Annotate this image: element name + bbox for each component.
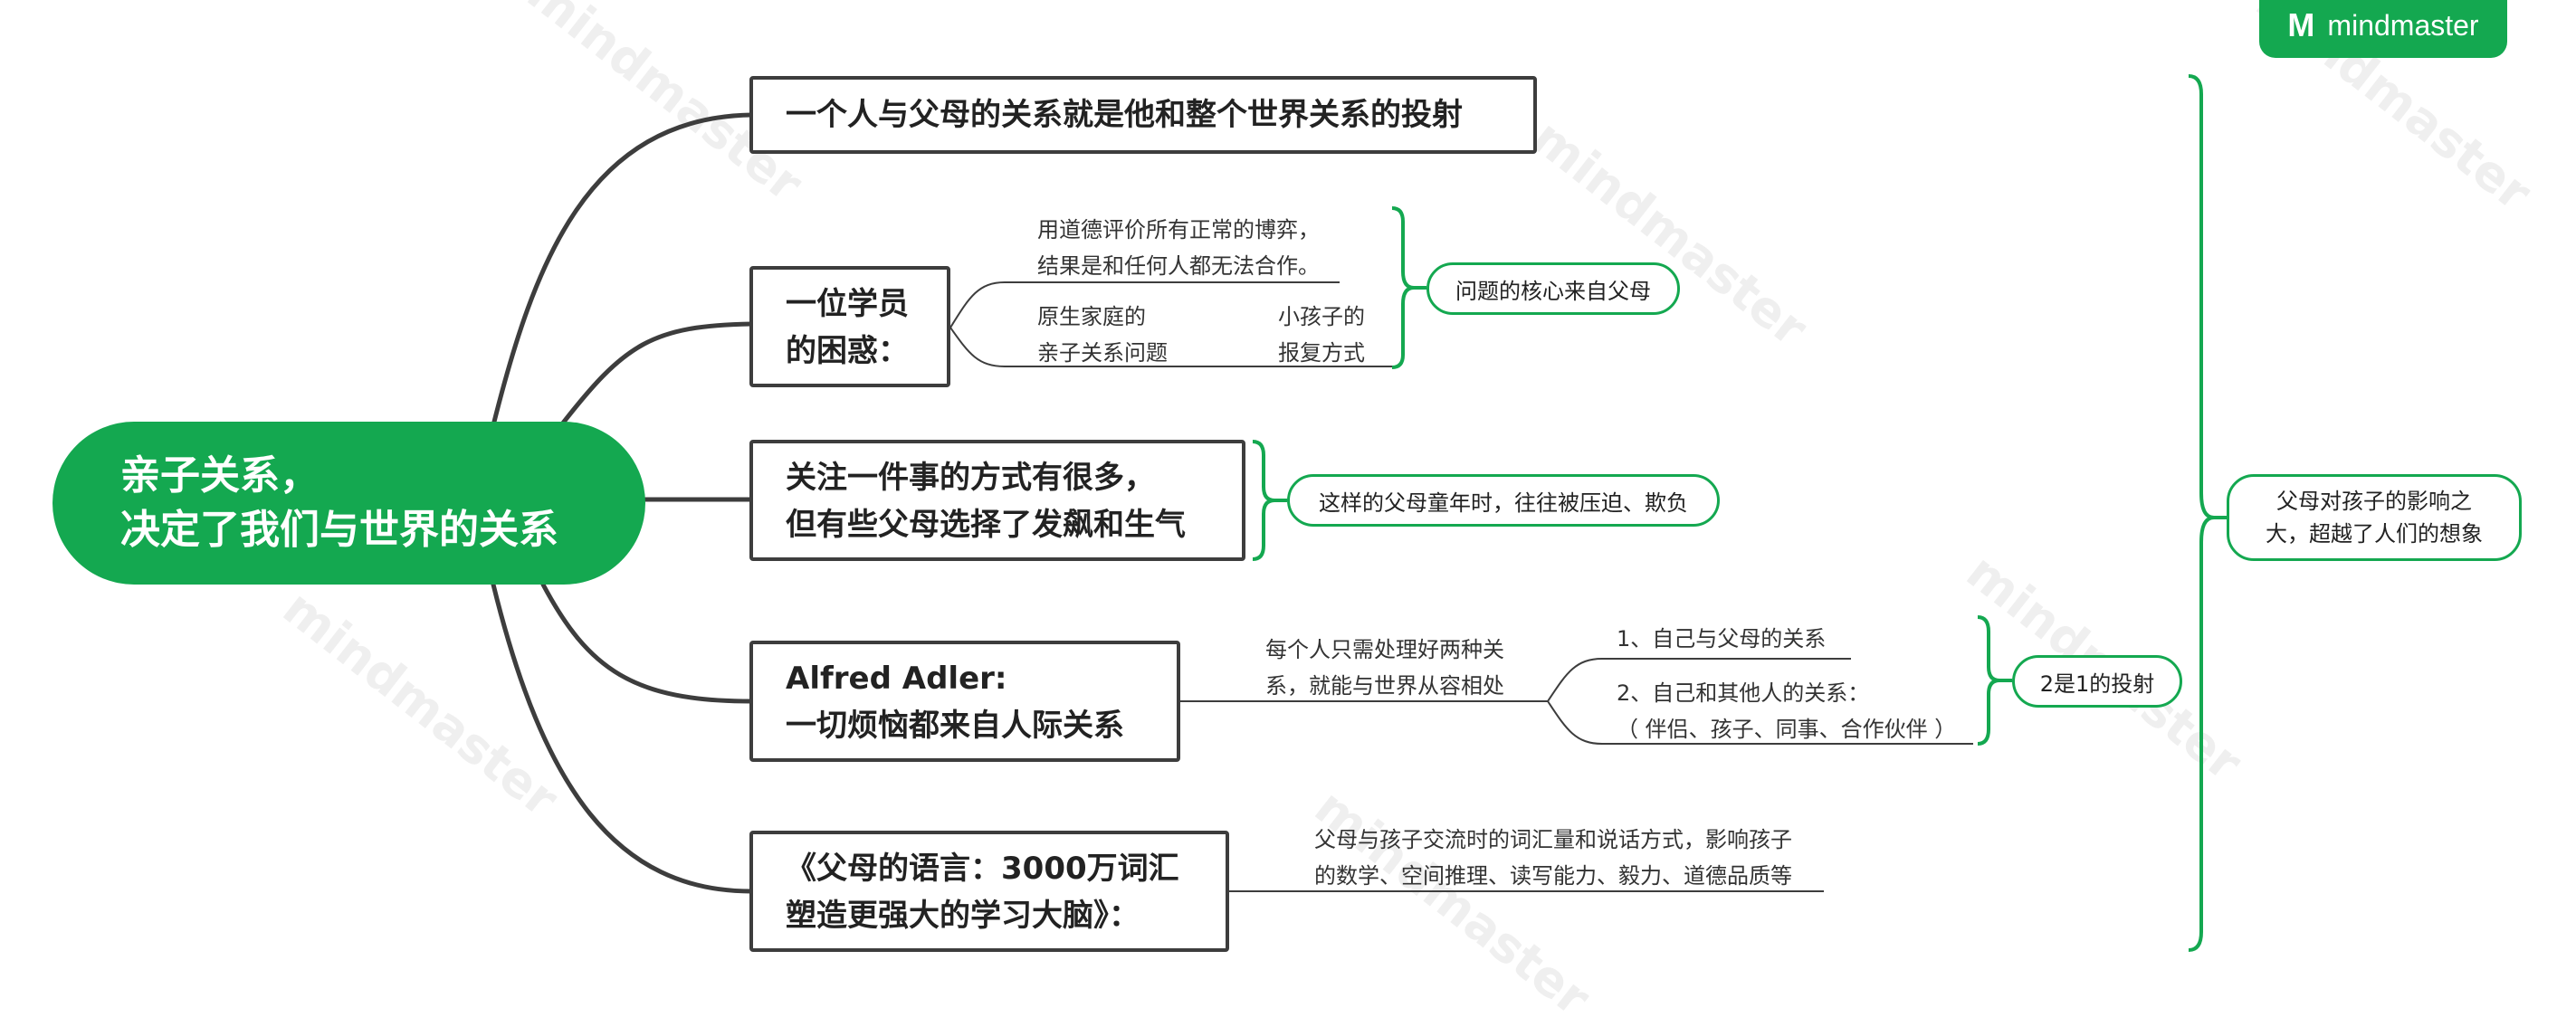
branch-3-summary-text: 这样的父母童年时，往往被压迫、欺负 — [1319, 490, 1688, 516]
mindmaster-logo-text: mindmaster — [2327, 8, 2479, 42]
branch-4-note-line1: 每个人只需处理好两种关 — [1265, 637, 1504, 662]
branch-2-note-1-line2: 结果是和任何人都无法合作。 — [1037, 253, 1320, 279]
branch-5-note-line2: 的数学、空间推理、读写能力、毅力、道德品质等 — [1314, 863, 1792, 889]
branch-2-summary-text: 问题的核心来自父母 — [1455, 278, 1651, 304]
branch-4-line2: 一切烦恼都来自人际关系 — [786, 708, 1124, 744]
overall-summary[interactable]: 父母对孩子的影响之 大，超越了人们的想象 — [2227, 474, 2522, 561]
branch-2-topic[interactable]: 一位学员 的困惑： — [749, 266, 950, 387]
mindmaster-logo-icon: M — [2287, 6, 2315, 43]
mindmaster-logo: M mindmaster — [2259, 0, 2507, 58]
branch-3-summary[interactable]: 这样的父母童年时，往往被压迫、欺负 — [1287, 474, 1720, 527]
branch-2-summary[interactable]: 问题的核心来自父母 — [1426, 262, 1680, 315]
branch-4-topic[interactable]: Alfred Adler: 一切烦恼都来自人际关系 — [749, 641, 1180, 762]
branch-2-note-1[interactable]: 用道德评价所有正常的博弈， 结果是和任何人都无法合作。 — [1037, 212, 1320, 284]
root-topic-line1: 亲子关系， — [120, 452, 320, 499]
branch-5-line2: 塑造更强大的学习大脑》： — [786, 898, 1140, 934]
branch-2-note-1-line1: 用道德评价所有正常的博弈， — [1037, 217, 1320, 242]
connector-lines — [491, 74, 2227, 952]
branch-4-summary-text: 2是1的投射 — [2039, 670, 2155, 697]
branch-4-item-1[interactable]: 1、自己与父母的关系 — [1617, 621, 1826, 657]
branch-3-topic[interactable]: 关注一件事的方式有很多， 但有些父母选择了发飙和生气 — [749, 440, 1245, 561]
branch-3-line2: 但有些父母选择了发飙和生气 — [786, 507, 1186, 543]
branch-5-topic[interactable]: 《父母的语言：3000万词汇 塑造更强大的学习大脑》： — [749, 831, 1229, 952]
branch-4-summary[interactable]: 2是1的投射 — [2012, 655, 2182, 708]
branch-1-topic[interactable]: 一个人与父母的关系就是他和整个世界关系的投射 — [749, 76, 1537, 154]
overall-summary-line1: 父母对孩子的影响之 — [2276, 489, 2472, 514]
branch-1-text: 一个人与父母的关系就是他和整个世界关系的投射 — [786, 97, 1463, 133]
branch-2-note-2a[interactable]: 原生家庭的 亲子关系问题 — [1037, 299, 1168, 371]
branch-4-item-2-line1: 2、自己和其他人的关系： — [1617, 680, 1870, 706]
branch-3-line1: 关注一件事的方式有很多， — [786, 460, 1155, 496]
branch-2-note-2b[interactable]: 小孩子的 报复方式 — [1278, 299, 1365, 371]
branch-4-line1: Alfred Adler: — [786, 661, 1007, 697]
overall-summary-line2: 大，超越了人们的想象 — [2266, 521, 2483, 547]
branch-5-note[interactable]: 父母与孩子交流时的词汇量和说话方式，影响孩子 的数学、空间推理、读写能力、毅力、… — [1314, 822, 1792, 894]
branch-2-note-2b-line1: 小孩子的 — [1278, 304, 1365, 329]
root-topic-line2: 决定了我们与世界的关系 — [120, 507, 558, 553]
branch-2-note-2b-line2: 报复方式 — [1278, 340, 1365, 366]
root-topic[interactable]: 亲子关系， 决定了我们与世界的关系 — [52, 422, 645, 585]
branch-5-note-line1: 父母与孩子交流时的词汇量和说话方式，影响孩子 — [1314, 827, 1792, 852]
branch-4-item-1-text: 1、自己与父母的关系 — [1617, 626, 1827, 651]
branch-5-line1: 《父母的语言：3000万词汇 — [786, 851, 1179, 887]
branch-4-item-2[interactable]: 2、自己和其他人的关系： （ 伴侣、孩子、同事、合作伙伴 ） — [1617, 675, 1956, 747]
branch-4-note-line2: 系，就能与世界从容相处 — [1265, 673, 1504, 699]
branch-2-line2: 的困惑： — [786, 333, 909, 369]
branch-2-note-2a-line1: 原生家庭的 — [1037, 304, 1146, 329]
branch-4-note[interactable]: 每个人只需处理好两种关 系，就能与世界从容相处 — [1265, 632, 1504, 704]
branch-2-line1: 一位学员 — [786, 286, 909, 322]
branch-2-note-2a-line2: 亲子关系问题 — [1037, 340, 1168, 366]
branch-4-item-2-line2: （ 伴侣、孩子、同事、合作伙伴 ） — [1617, 717, 1957, 742]
